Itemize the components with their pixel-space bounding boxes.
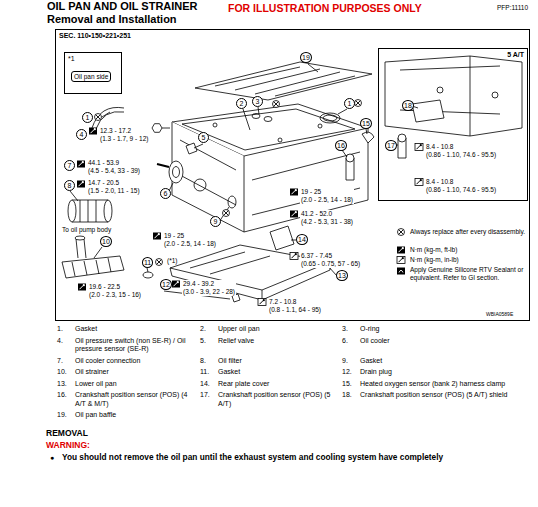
item-number: 11. [200, 368, 209, 377]
torque-value: 19 - 25 (2.0 - 2.5, 14 - 18) [300, 188, 354, 204]
legend-text: N·m (kg-m, in-lb) [410, 256, 526, 264]
torque-value: 6.37 - 7.45 (0.65 - 0.75, 57 - 65) [300, 252, 361, 268]
legend-text: Apply Genuine Silicone RTV Sealant or eq… [410, 266, 526, 282]
bullet: ● [50, 454, 54, 462]
item-number: 9. [342, 357, 348, 366]
part-name: Upper oil pan [218, 325, 336, 334]
callout-number: 4 [76, 129, 87, 140]
part-name: Heated oxygen sensor (bank 2) harness cl… [360, 380, 525, 389]
part-name: Crankshaft position sensor (POS) (4 A/T … [75, 391, 193, 408]
callout-number: 14 [296, 234, 308, 245]
torque-value: 29.4 - 39.2 (3.0 - 3.9, 22 - 28) [182, 280, 236, 296]
item-number: 1. [57, 325, 63, 334]
callout-number: 13 [336, 270, 348, 281]
torque-value: 14.7 - 20.5 (1.5 - 2.0, 11 - 15) [87, 179, 141, 195]
callout-number: 18 [402, 100, 414, 111]
page-title: OIL PAN AND OIL STRAINER [47, 0, 198, 13]
callout-number: 15 [360, 118, 372, 129]
note-text: (*1) [167, 257, 177, 264]
subtitle: Removal and Installation [47, 13, 177, 26]
inset-box: *1Oil pan side [64, 52, 122, 94]
part-name: Gasket [360, 357, 525, 366]
part-name: Crankshaft position sensor (POS) (5 A/T) [218, 391, 336, 408]
part-name: Crankshaft position sensor (POS) (5 A/T)… [360, 391, 525, 400]
part-name: Gasket [218, 368, 336, 377]
callout-number: 2 [236, 98, 247, 109]
note-text: To oil pump body [62, 226, 111, 233]
part-name: Oil pan baffle [75, 411, 193, 420]
callout-number: 19 [300, 52, 312, 63]
callout-number: 9 [210, 216, 221, 227]
torque-value: 8.4 - 10.8 (0.86 - 1.10, 74.6 - 95.5) [425, 143, 497, 159]
warning-text: You should not remove the oil pan until … [62, 453, 532, 463]
figure-code: WBIA0589E [486, 312, 513, 318]
item-number: 14. [200, 380, 210, 389]
callout-number: 5 [198, 132, 209, 143]
warning-label: WARNING: [46, 441, 90, 451]
callout-number: 6 [160, 188, 171, 199]
callout-number: 7 [64, 160, 75, 171]
part-name: Oil cooler connection [75, 357, 193, 366]
item-number: 12. [342, 368, 352, 377]
callout-number: 3 [252, 96, 263, 107]
section-code: SEC. 110•150•221•251 [59, 32, 131, 40]
item-number: 6. [342, 337, 348, 346]
part-name: Relief valve [218, 337, 336, 346]
item-number: 15. [342, 380, 352, 389]
item-number: 3. [342, 325, 348, 334]
callout-number: 12 [160, 279, 172, 290]
item-number: 2. [200, 325, 206, 334]
part-code: PFP:11110 [497, 4, 528, 11]
legend-text: N·m (kg-m, ft-lb) [410, 246, 526, 254]
item-number: 8. [200, 357, 206, 366]
part-name: Rear plate cover [218, 380, 336, 389]
torque-value: 44.1 - 53.9 (4.5 - 5.4, 33 - 39) [87, 159, 141, 175]
item-number: 5. [200, 337, 206, 346]
note-mark: *1 [68, 55, 75, 63]
item-number: 13. [57, 380, 67, 389]
item-number: 17. [200, 391, 210, 400]
part-name: Oil cooler [360, 337, 525, 346]
part-name: Lower oil pan [75, 380, 193, 389]
variant-label: 5 A/T [507, 51, 524, 59]
item-number: 4. [57, 337, 63, 346]
torque-value: 7.2 - 10.8 (0.8 - 1.1, 64 - 95) [268, 298, 322, 314]
part-name: O-ring [360, 325, 525, 334]
callout-number: 1 [344, 98, 355, 109]
part-name: Oil filter [218, 357, 336, 366]
legend-text: Always replace after every disassembly. [410, 228, 526, 236]
watermark-text: FOR ILLUSTRATION PURPOSES ONLY [228, 2, 422, 14]
item-number: 7. [57, 357, 63, 366]
part-name: Oil strainer [75, 368, 193, 377]
callout-number: 8 [64, 180, 75, 191]
torque-value: 19 - 25 (2.0 - 2.5, 14 - 18) [163, 232, 217, 248]
part-name: Oil pressure switch (non SE-R) / Oil pre… [75, 337, 193, 354]
callout-number: 11 [142, 257, 153, 268]
callout-number: 10 [100, 236, 112, 247]
view-note: Oil pan side [71, 71, 111, 82]
part-name: Gasket [75, 325, 193, 334]
item-number: 18. [342, 391, 352, 400]
torque-value: 12.3 - 17.2 (1.3 - 1.7, 9 - 12) [99, 127, 149, 143]
callout-number: 1 [82, 112, 93, 123]
torque-value: 41.2 - 52.0 (4.2 - 5.3, 31 - 38) [300, 210, 354, 226]
item-number: 16. [57, 391, 67, 400]
callout-number: 17 [385, 140, 397, 151]
item-number: 19. [57, 411, 67, 420]
torque-value: 8.4 - 10.8 (0.86 - 1.10, 74.6 - 95.5) [425, 178, 497, 194]
part-name: Drain plug [360, 368, 525, 377]
section-heading: REMOVAL [46, 429, 88, 439]
callout-number: 16 [335, 140, 347, 151]
torque-value: 19.6 - 22.5 (2.0 - 2.3, 15 - 16) [88, 283, 142, 299]
item-number: 10. [57, 368, 67, 377]
